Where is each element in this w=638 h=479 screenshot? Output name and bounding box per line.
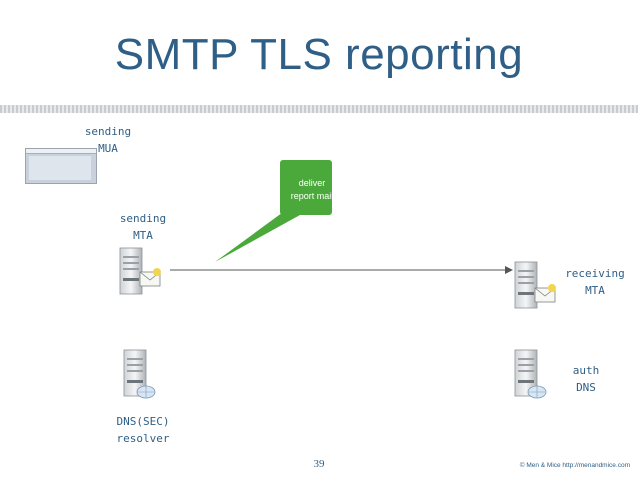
globe-icon [136,385,156,399]
sending-mta-server-icon [119,247,161,295]
auth-dns-server-icon [514,349,547,399]
copyright-notice: © Men & Mice http://menandmice.com [519,462,630,469]
slide-title: SMTP TLS reporting [114,30,524,79]
title-divider [0,105,638,113]
auth-dns-label: auth DNS [572,364,600,394]
dns-resolver-label: DNS(SEC) resolver [116,415,170,445]
mua-window-icon [25,148,97,184]
page-number: 39 [313,458,325,470]
sending-mua-label: sending MUA [84,125,132,155]
receiving-mta-label: receiving MTA [565,267,625,297]
mail-envelope-icon [139,268,161,287]
dns-resolver-server-icon [123,349,156,399]
callout-bubble [215,160,332,262]
receiving-mta-server-icon [514,261,556,309]
sending-mta-label: sending MTA [119,212,167,242]
mail-envelope-icon [534,284,556,303]
callout-text: deliver report mail [290,178,334,201]
globe-icon [527,385,547,399]
